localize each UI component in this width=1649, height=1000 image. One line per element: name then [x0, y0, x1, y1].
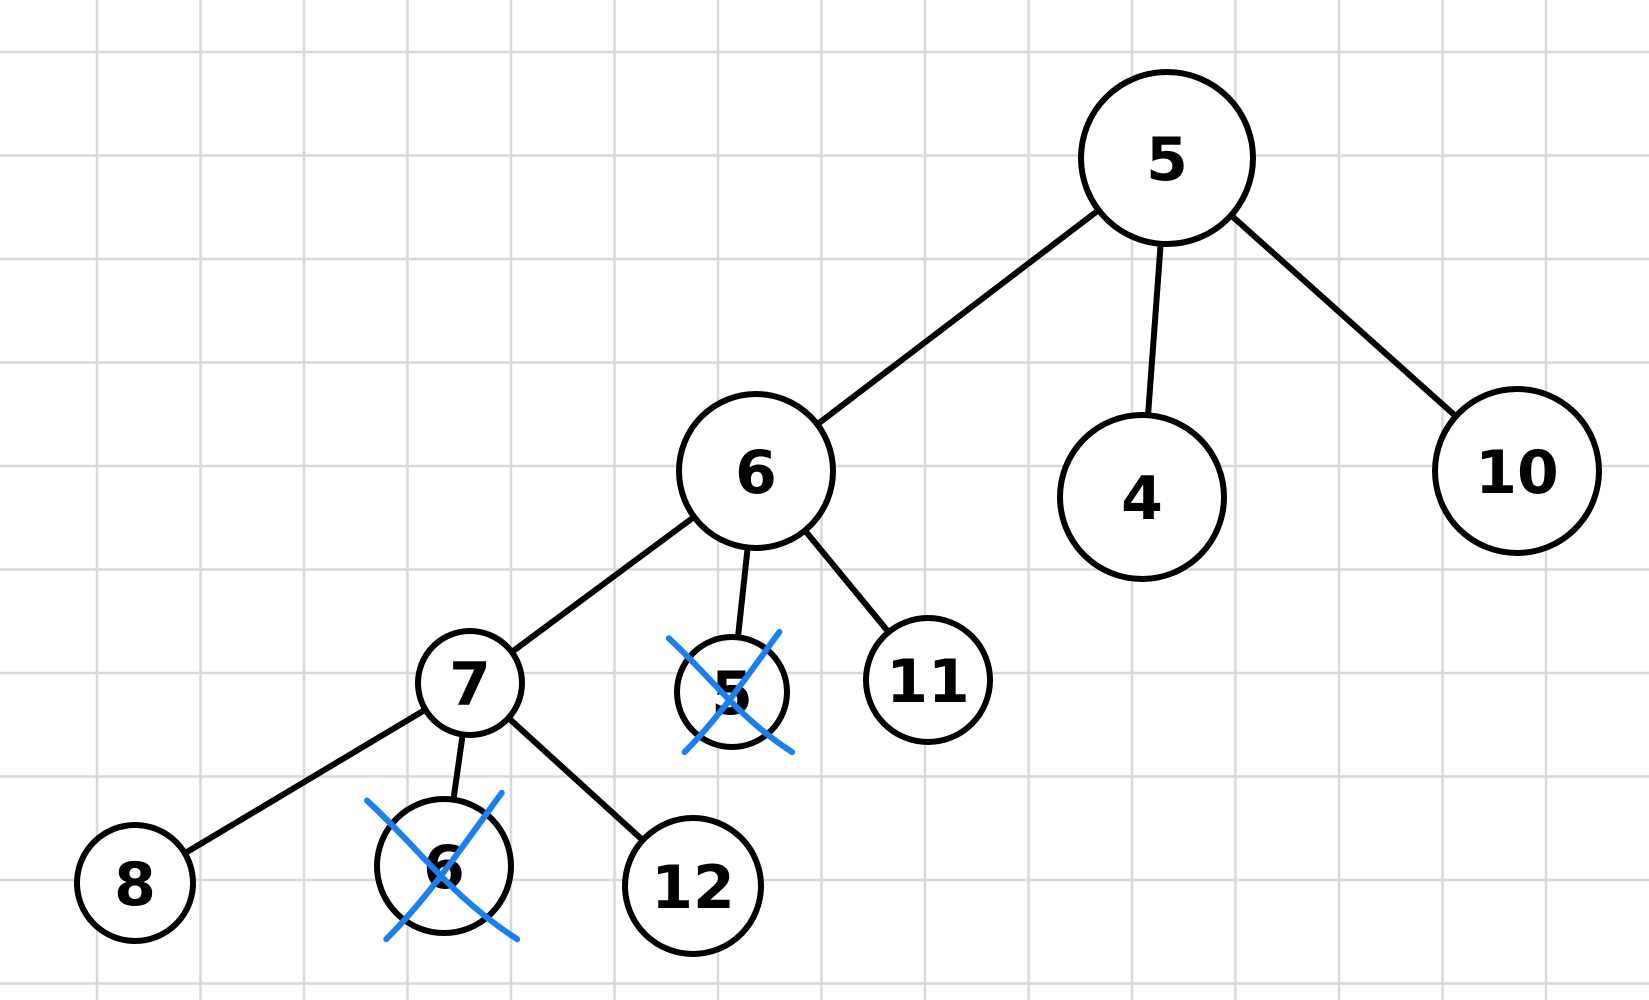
- node-label: 5: [1146, 125, 1188, 195]
- node-circle: [415, 628, 525, 738]
- node-circle: [1078, 69, 1256, 247]
- node-circle: [676, 391, 836, 551]
- tree-node-n12: 12: [622, 815, 764, 957]
- tree-node-n11: 11: [863, 615, 993, 745]
- node-circle: [374, 796, 514, 936]
- node-label: 12: [651, 853, 735, 923]
- tree-node-n4: 4: [1057, 412, 1227, 582]
- node-circle: [863, 615, 993, 745]
- tree-node-n7: 7: [415, 628, 525, 738]
- node-circle: [74, 822, 196, 944]
- node-label: 11: [886, 647, 970, 717]
- strike-mark: [681, 628, 783, 756]
- tree-node-n8: 8: [74, 822, 196, 944]
- tree-node-n10: 10: [1432, 386, 1602, 556]
- node-label: 6: [735, 438, 777, 508]
- node-label: 8: [114, 850, 156, 920]
- edge-n7-n8: [132, 680, 473, 886]
- node-label: 10: [1475, 438, 1559, 508]
- strike-mark: [665, 635, 796, 756]
- node-circle: [1432, 386, 1602, 556]
- tree-nodes: 5 6 4 10 7 5 11 8 6 12: [74, 69, 1602, 957]
- node-label: 4: [1121, 464, 1163, 534]
- tree-node-n5b: 5: [665, 628, 796, 756]
- tree-node-n5: 5: [1078, 69, 1256, 247]
- strike-mark: [383, 789, 505, 943]
- node-circle: [622, 815, 764, 957]
- strike-mark: [363, 797, 521, 943]
- node-label: 7: [449, 650, 491, 720]
- node-circle: [1057, 412, 1227, 582]
- tree-node-n6: 6: [676, 391, 836, 551]
- tree-node-n6b: 6: [363, 789, 521, 943]
